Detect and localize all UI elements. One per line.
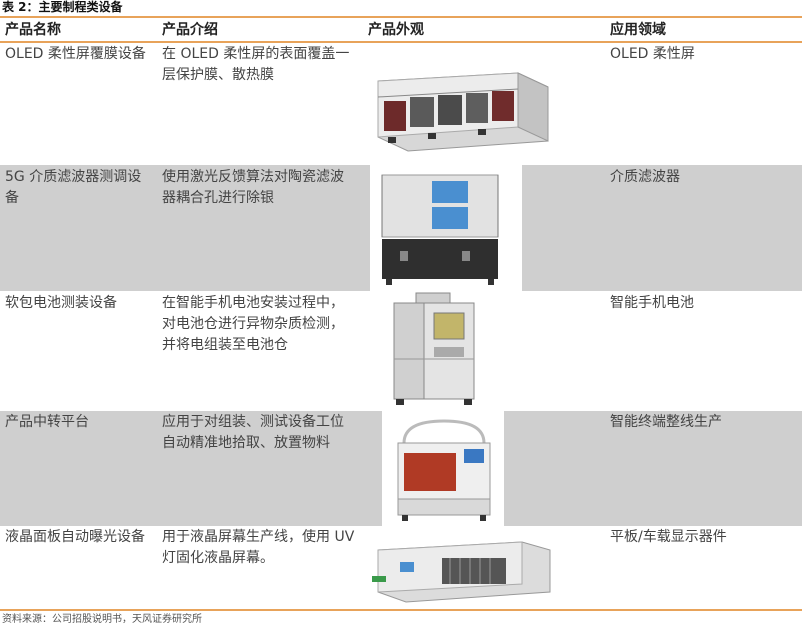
table-row: 液晶面板自动曝光设备 用于液晶屏幕生产线，使用 UV 灯固化液晶屏幕。 平板/车… (0, 526, 802, 609)
row-product-name: 软包电池测装设备 (5, 295, 117, 311)
header-application-field: 应用领域 (610, 22, 666, 38)
row-shading (522, 165, 802, 291)
row-product-intro: 在 OLED 柔性屏的表面覆盖一层保护膜、散热膜 (162, 46, 350, 83)
row-application-field: 智能终端整线生产 (610, 414, 722, 430)
header-bottom-rule (0, 41, 802, 43)
row-product-name: OLED 柔性屏覆膜设备 (5, 46, 146, 62)
pouch-battery-assembly-machine-image (393, 292, 475, 405)
row-product-intro: 用于液晶屏幕生产线，使用 UV 灯固化液晶屏幕。 (162, 529, 355, 566)
lcd-panel-exposure-machine-image (372, 541, 551, 603)
row-application-field: 平板/车载显示器件 (610, 529, 727, 545)
table-bottom-rule (0, 609, 802, 611)
product-transfer-platform-image (384, 413, 502, 523)
table-title: 表 2：主要制程类设备 (2, 0, 123, 14)
row-shading (504, 411, 802, 526)
row-shading (0, 165, 370, 291)
table-row: OLED 柔性屏覆膜设备 在 OLED 柔性屏的表面覆盖一层保护膜、散热膜 OL… (0, 43, 802, 165)
oled-film-laminating-machine-image (377, 72, 549, 152)
row-product-intro: 在智能手机电池安装过程中，对电池仓进行异物杂质检测，并将电组装至电池仓 (162, 295, 344, 353)
table-row: 软包电池测装设备 在智能手机电池安装过程中，对电池仓进行异物杂质检测，并将电组装… (0, 291, 802, 411)
header-product-appearance: 产品外观 (368, 22, 424, 38)
table-top-rule (0, 16, 802, 18)
row-shading (0, 411, 382, 526)
row-product-name: 液晶面板自动曝光设备 (5, 529, 145, 545)
row-application-field: 智能手机电池 (610, 295, 694, 311)
table-row: 5G 介质滤波器测调设备 使用激光反馈算法对陶瓷滤波器耦合孔进行除银 介质滤波器 (0, 165, 802, 291)
header-product-name: 产品名称 (5, 22, 61, 38)
row-product-intro: 应用于对组装、测试设备工位自动精准地拾取、放置物料 (162, 414, 344, 451)
row-product-name: 产品中转平台 (5, 414, 89, 430)
row-application-field: OLED 柔性屏 (610, 46, 695, 62)
source-note: 资料来源：公司招股说明书，天风证券研究所 (2, 614, 202, 625)
header-product-intro: 产品介绍 (162, 22, 218, 38)
table-row: 产品中转平台 应用于对组装、测试设备工位自动精准地拾取、放置物料 智能终端整线生… (0, 411, 802, 526)
5g-filter-tuning-machine-image (376, 167, 504, 287)
row-application-field: 介质滤波器 (610, 169, 680, 185)
row-product-name: 5G 介质滤波器测调设备 (5, 169, 142, 206)
row-product-intro: 使用激光反馈算法对陶瓷滤波器耦合孔进行除银 (162, 169, 344, 206)
